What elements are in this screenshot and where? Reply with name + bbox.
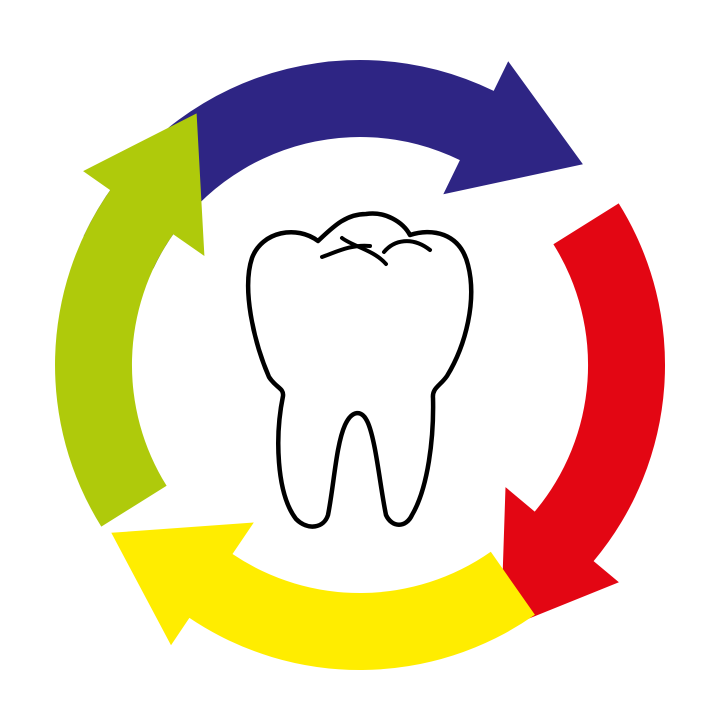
tooth-icon xyxy=(245,211,474,529)
tooth-crown-line-middle xyxy=(340,236,388,266)
tooth-outline xyxy=(245,211,474,529)
blue-arrow xyxy=(83,60,583,269)
tooth-crown-line-right xyxy=(382,239,432,254)
yellow-arrow xyxy=(111,522,535,671)
red-arrow xyxy=(500,203,666,630)
green-arrow xyxy=(55,113,205,527)
arrows-layer xyxy=(55,60,666,671)
tooth-crown-line-left xyxy=(320,243,372,259)
